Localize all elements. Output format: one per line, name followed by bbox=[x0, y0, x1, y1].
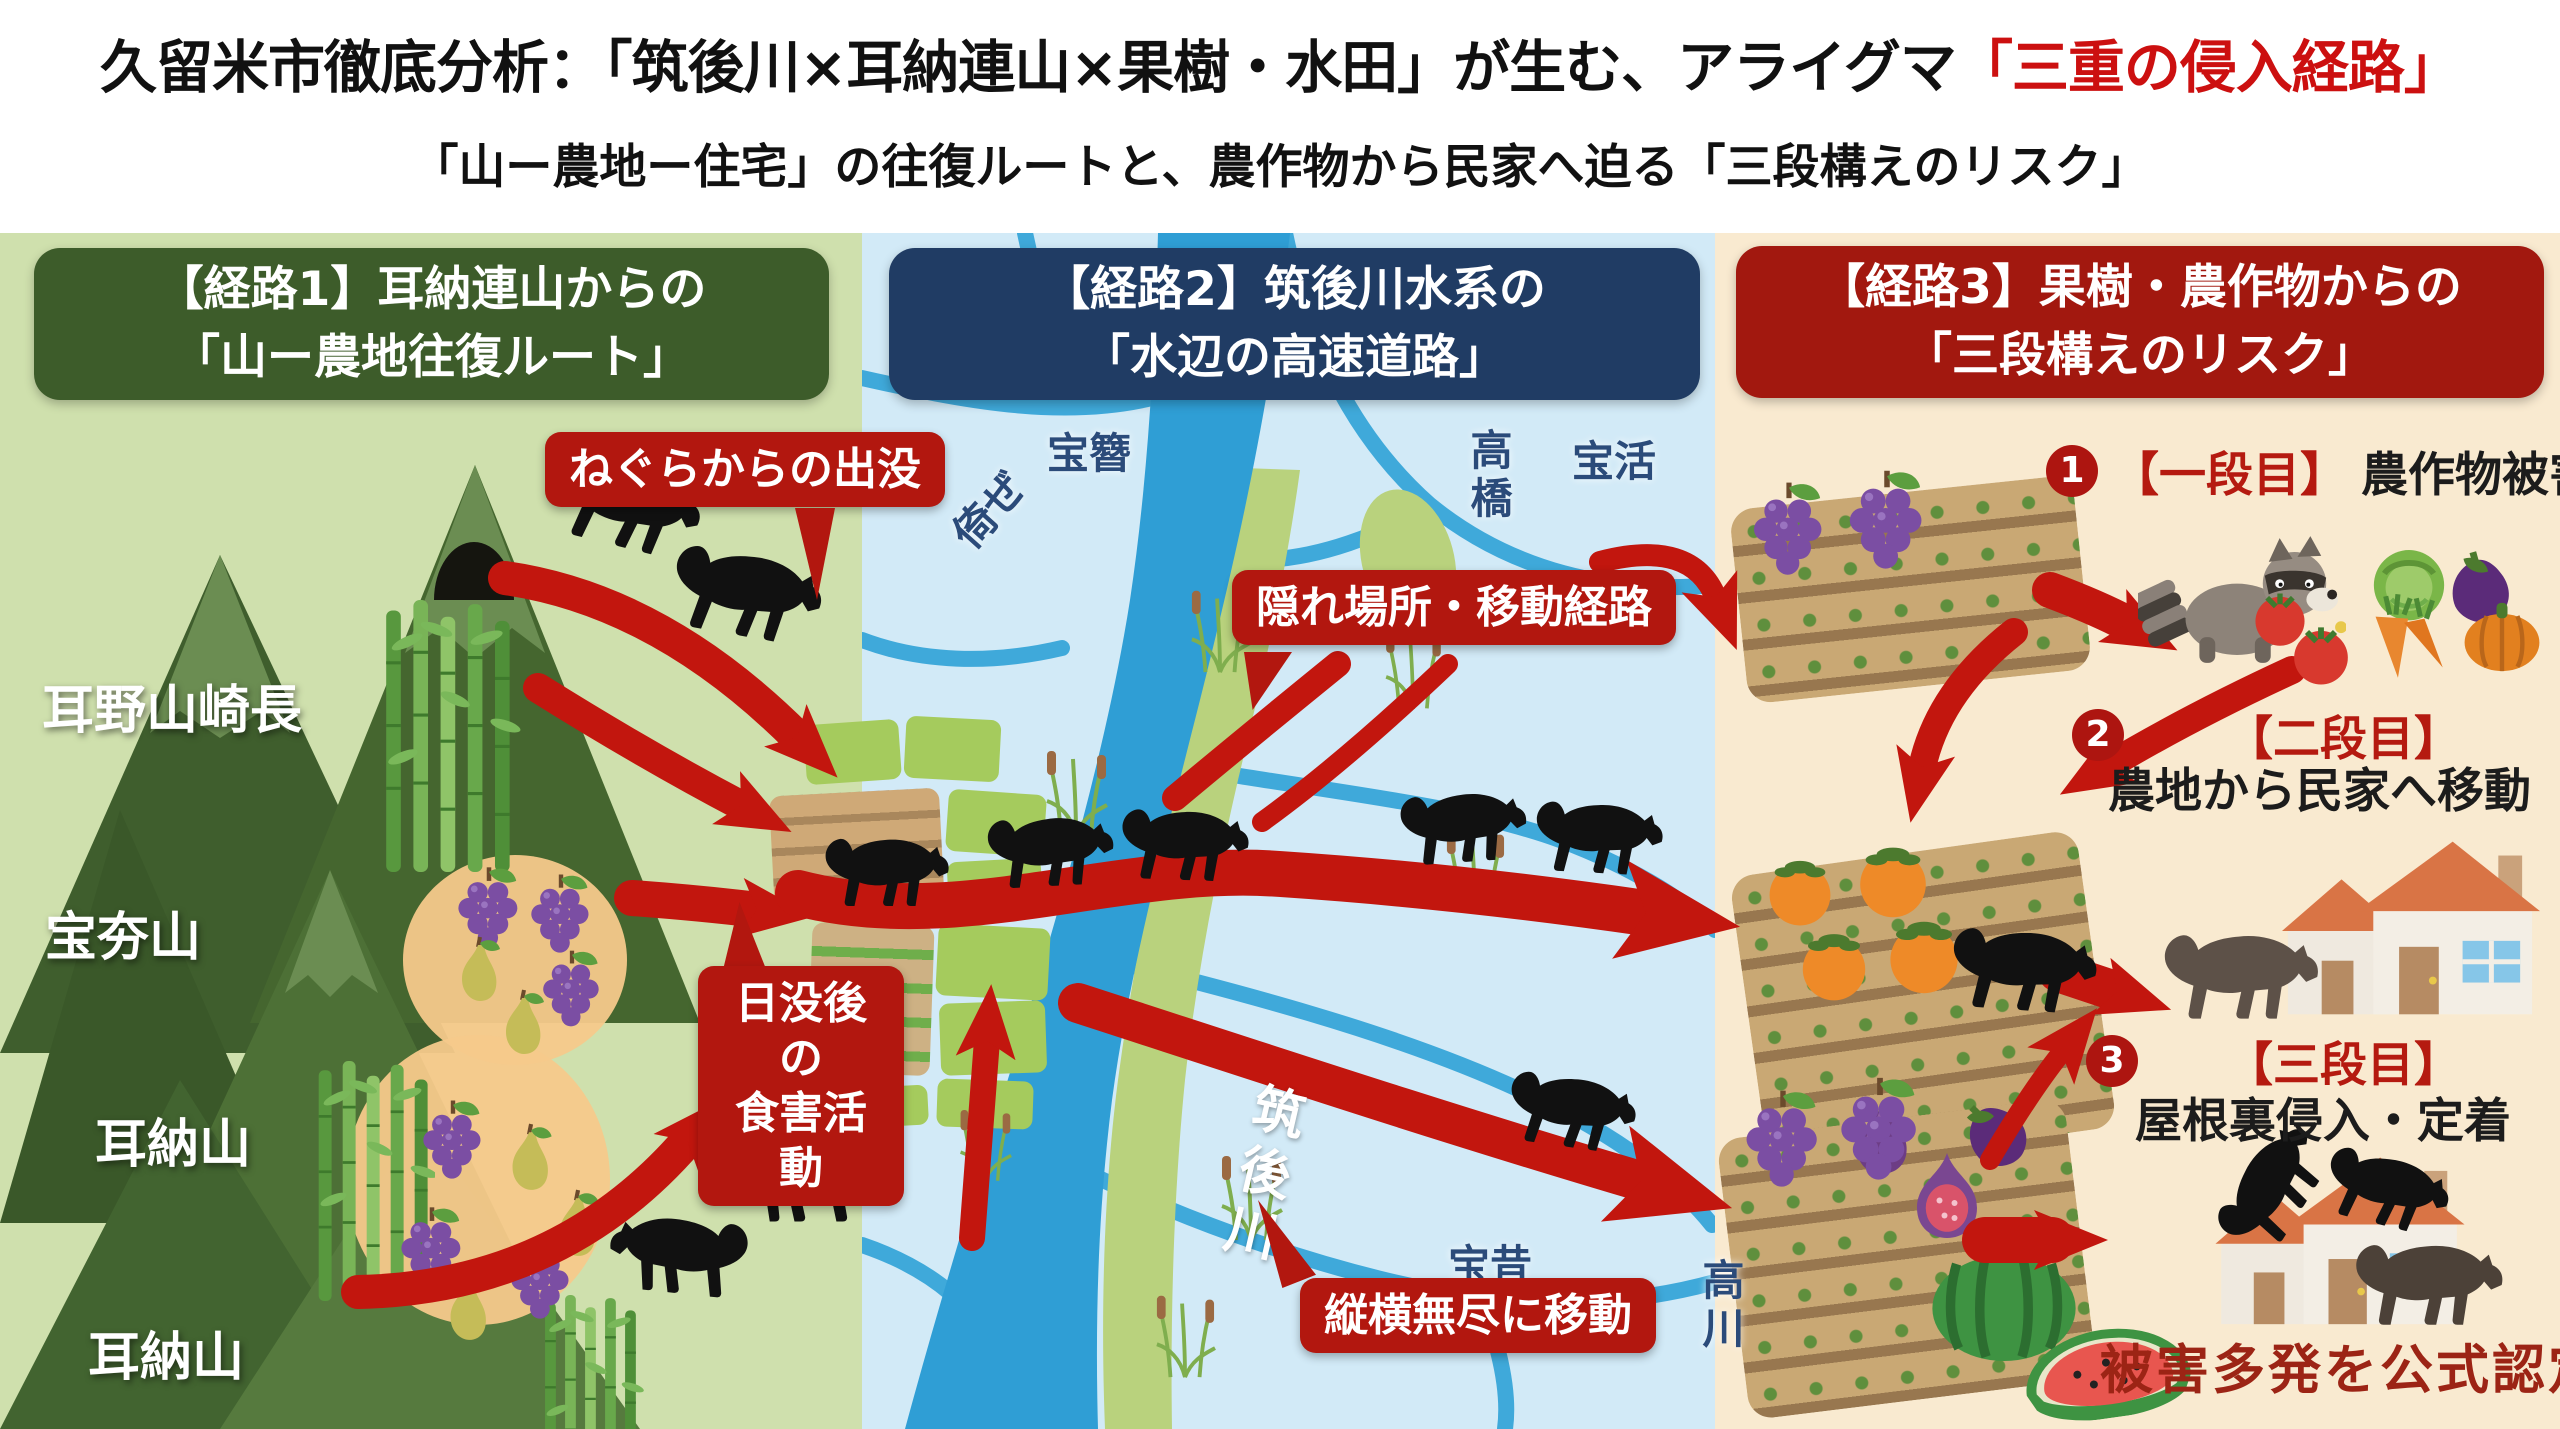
raccoon-icon bbox=[1395, 784, 1530, 873]
stage1-tag: 【一段目】 bbox=[2112, 448, 2347, 503]
map-label-n: 高橋 bbox=[1464, 428, 1513, 524]
map-label-nw: 宝簪 bbox=[1047, 429, 1132, 478]
raccoon-icon bbox=[604, 1205, 754, 1307]
map-label-e: 高川 bbox=[1696, 1258, 1745, 1354]
riverbank-right bbox=[1103, 468, 1300, 1429]
pumpkin-icon bbox=[2458, 598, 2546, 676]
mountain-label-1: 耳野山崎長 bbox=[42, 681, 303, 741]
map-label-ne: 宝活 bbox=[1572, 437, 1657, 486]
raccoon-icon bbox=[983, 809, 1117, 896]
raccoon-brown-icon bbox=[2160, 928, 2320, 1026]
badge-den: ねぐらからの出没 bbox=[545, 432, 945, 507]
route3-header-line1: 【経路3】果樹・農作物からの bbox=[1818, 259, 2462, 315]
stage2-tag: 【二段目】 bbox=[2226, 712, 2461, 767]
subtitle: 「山ー農地ー住宅」の往復ルートと、農作物から民家へ迫る「三段構えのリスク」 bbox=[411, 140, 2149, 195]
mountain-label-2: 宝夯山 bbox=[45, 908, 202, 968]
route2-header-line1: 【経路2】筑後川水系の bbox=[1043, 261, 1546, 317]
carrot-icon bbox=[2345, 592, 2457, 684]
raccoon-icon bbox=[1945, 920, 2101, 1022]
stage3-number: 3 bbox=[2086, 1034, 2138, 1087]
stage3-heading: 3 【三段目】 bbox=[2086, 1026, 2461, 1095]
route1-header-line1: 【経路1】耳納連山からの bbox=[156, 261, 707, 317]
route3-footer: 被害多発を公式認定 bbox=[2100, 1340, 2560, 1401]
raccoon-icon bbox=[1117, 803, 1252, 889]
badge-night: 日没後の 食害活動 bbox=[698, 966, 904, 1206]
route2-header-line2: 「水辺の高速道路」 bbox=[1083, 330, 1506, 385]
main-title-black: 久留米市徹底分析：「筑後川×耳納連山×果樹・水田」が生む、アライグマ bbox=[100, 35, 1957, 101]
mountain-label-3: 耳納山 bbox=[95, 1115, 252, 1175]
route3-header: 【経路3】果樹・農作物からの 「三段構えのリスク」 bbox=[1736, 246, 2544, 398]
raccoon-icon bbox=[822, 833, 950, 912]
stage3-tag: 【三段目】 bbox=[2226, 1038, 2461, 1093]
stage1-heading: 1 【一段目】 農作物被害 bbox=[2046, 436, 2560, 505]
stage2-heading: 2 【二段目】 bbox=[2072, 700, 2461, 769]
stage2-desc: 農地から民家へ移動 bbox=[2108, 764, 2531, 819]
stage1-desc: 農作物被害 bbox=[2361, 448, 2560, 503]
badge-night-line2: 食害活動 bbox=[735, 1088, 867, 1194]
route2-header: 【経路2】筑後川水系の 「水辺の高速道路」 bbox=[889, 248, 1700, 400]
main-title-red: 「三重の侵入経路」 bbox=[1955, 35, 2461, 101]
badge-move: 縦横無尽に移動 bbox=[1300, 1278, 1656, 1353]
stage3-desc: 屋根裏侵入・定着 bbox=[2135, 1094, 2511, 1149]
stage2-number: 2 bbox=[2072, 708, 2124, 761]
raccoon-brown-icon bbox=[2352, 1238, 2504, 1332]
stage1-number: 1 bbox=[2046, 444, 2098, 497]
house-icon bbox=[2282, 826, 2540, 1022]
badge-night-line1: 日没後の bbox=[735, 978, 867, 1084]
badge-hide: 隠れ場所・移動経路 bbox=[1232, 570, 1676, 645]
mountain-label-4: 耳納山 bbox=[88, 1328, 245, 1388]
route3-header-line2: 「三段構えのリスク」 bbox=[1905, 328, 2375, 383]
main-title: 久留米市徹底分析：「筑後川×耳納連山×果樹・水田」が生む、アライグマ「三重の侵入… bbox=[0, 22, 2560, 104]
route1-header: 【経路1】耳納連山からの 「山ー農地往復ルート」 bbox=[34, 248, 829, 400]
raccoon-icon bbox=[1530, 795, 1666, 883]
route1-header-line2: 「山ー農地往復ルート」 bbox=[173, 330, 690, 385]
